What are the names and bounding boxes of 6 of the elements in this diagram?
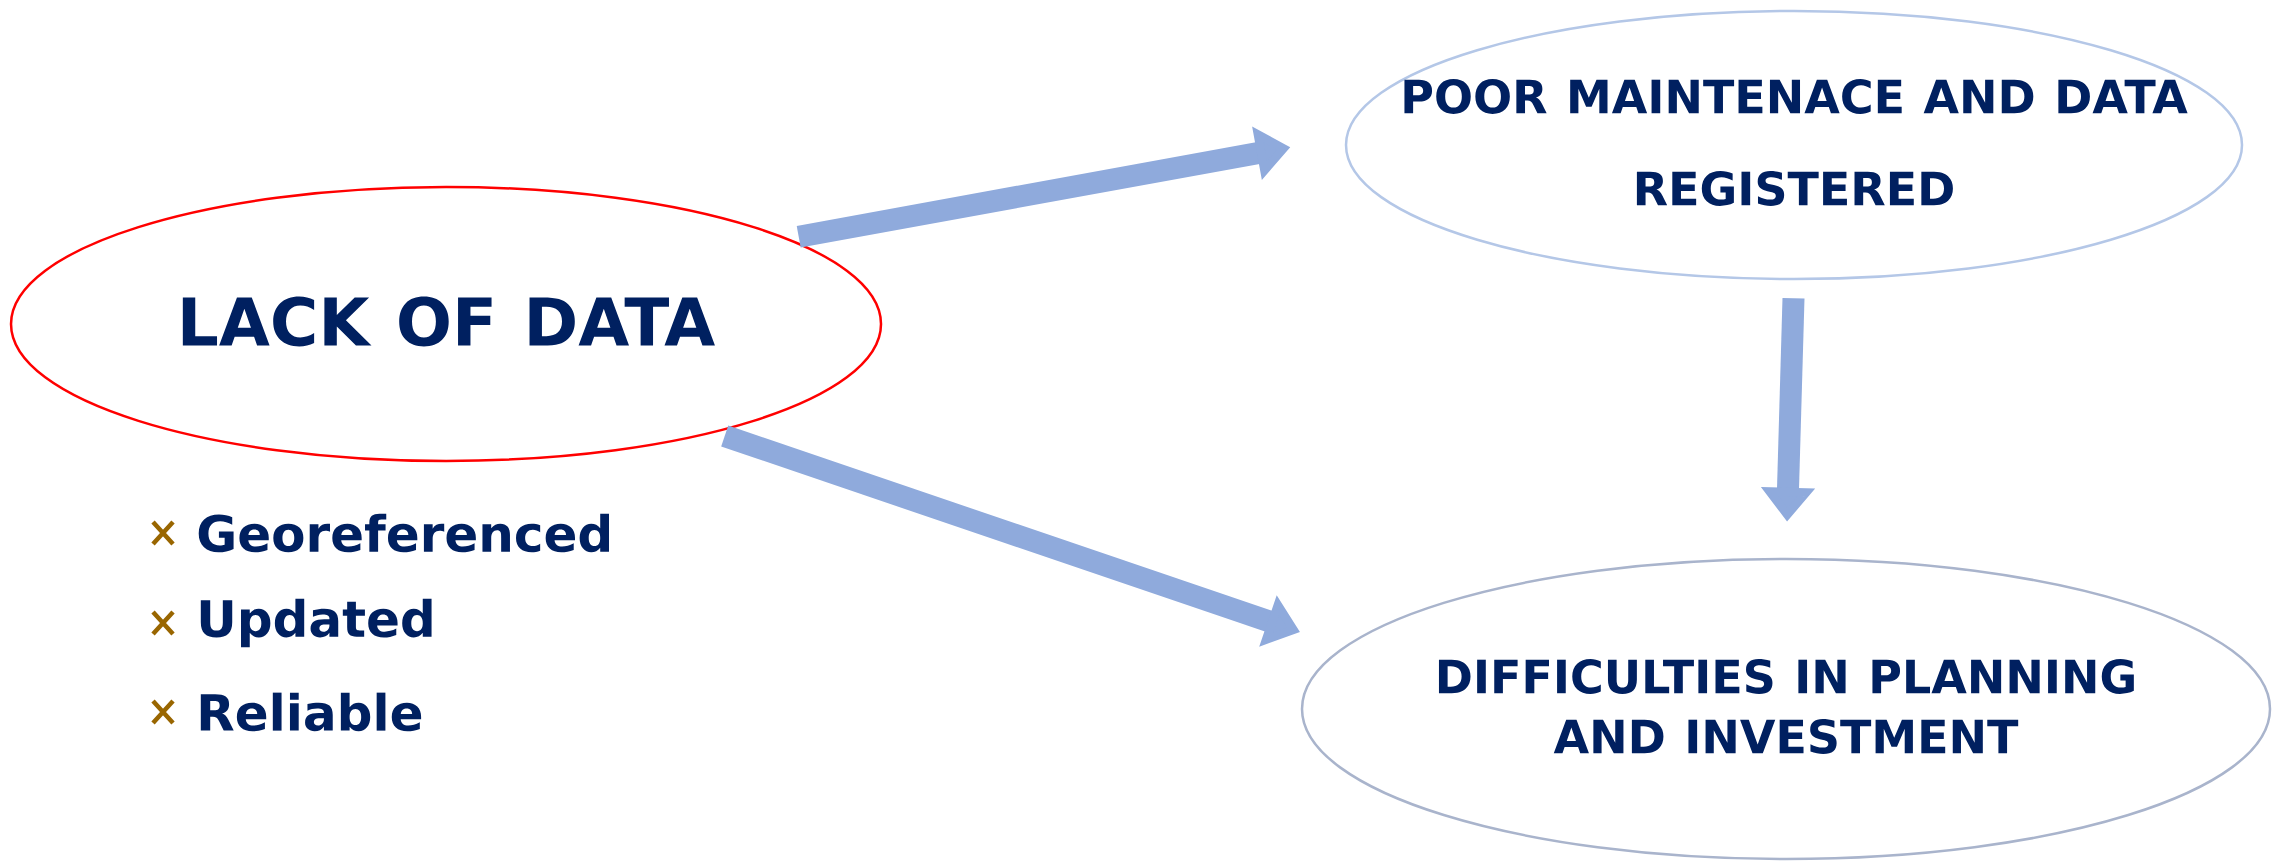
ellipse-node: LACK OF DATA [9,185,883,463]
list-item: Updated [200,598,432,648]
list-item: Reliable [200,692,422,732]
ellipse-node: DIFFICULTIES IN PLANNING AND INVESTMENT [1300,557,2272,861]
ellipse-node: POOR MAINTENACE AND DATA REGISTERED [1344,9,2244,281]
list-item: Georeferenced [198,513,609,553]
